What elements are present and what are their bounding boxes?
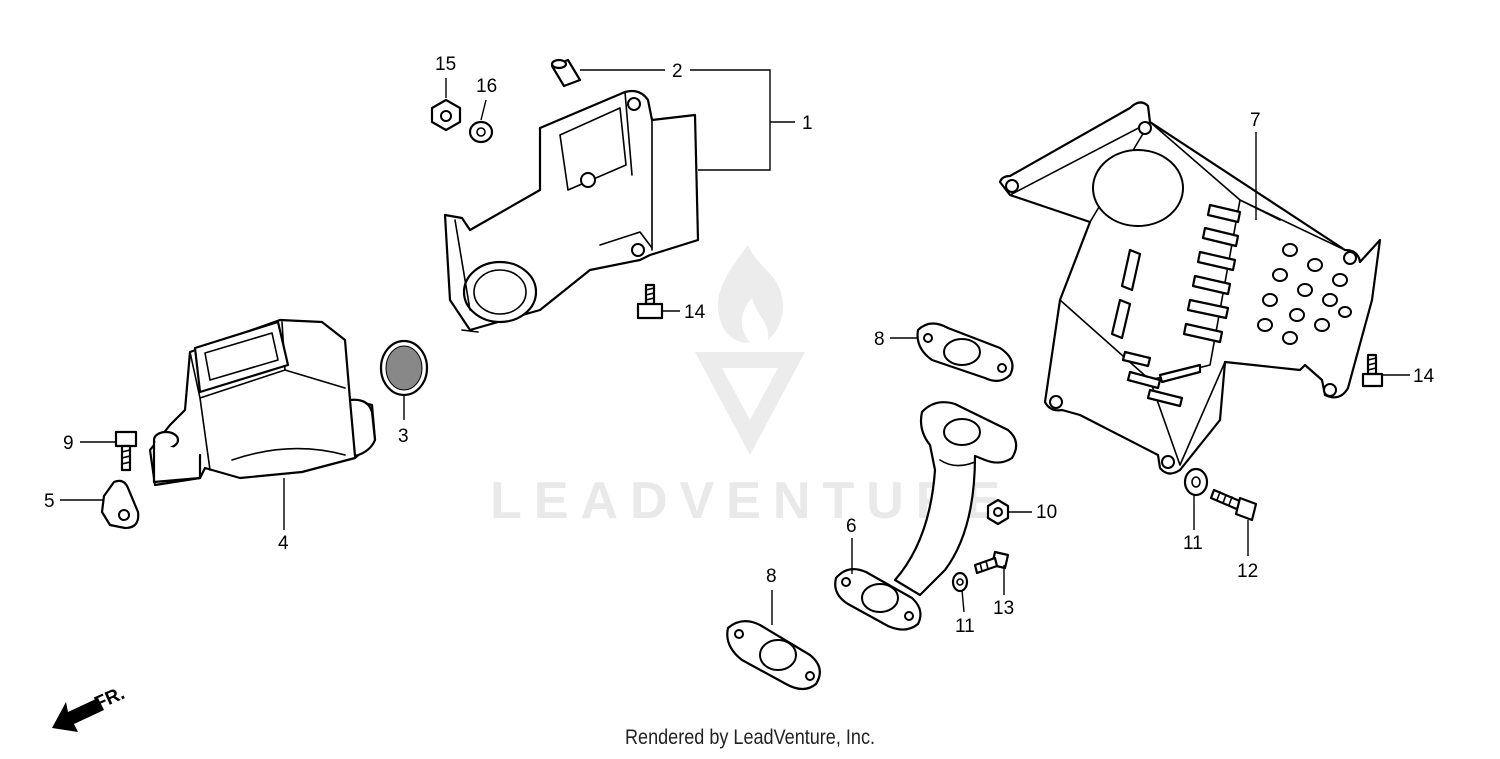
part-14-bolt-left[interactable]: [636, 283, 664, 320]
callout-10: 10: [1036, 502, 1057, 523]
callout-15: 15: [435, 54, 456, 75]
watermark: LEADVENTURE: [490, 245, 1012, 530]
part-8-gasket-lower[interactable]: [726, 620, 821, 691]
callout-2: 2: [672, 61, 683, 82]
watermark-text: LEADVENTURE: [490, 472, 1012, 530]
front-arrow-icon: [52, 698, 104, 732]
callout-12: 12: [1237, 561, 1258, 582]
part-5-clip[interactable]: [100, 479, 140, 530]
callout-6: 6: [846, 516, 857, 537]
callout-11-lower: 11: [955, 616, 975, 637]
part-2-collar[interactable]: [550, 58, 582, 88]
front-direction-label: FR.: [91, 683, 128, 715]
leader-lines: [60, 69, 1410, 625]
callout-labels: 1 2 3 4 5 6 7 8 8 9 10 11 11 12 13 14 14…: [44, 54, 1435, 637]
part-13-bolt[interactable]: [973, 550, 1010, 575]
part-11-washer-upper[interactable]: [1183, 467, 1209, 497]
callout-8-lower: 8: [766, 566, 777, 587]
callout-14-right: 14: [1413, 366, 1435, 387]
footer-credit: Rendered by LeadVenture, Inc.: [624, 726, 876, 749]
part-9-bolt[interactable]: [114, 430, 138, 472]
heat-protector-slots: [1110, 203, 1242, 408]
part-4-air-cleaner-case[interactable]: [148, 318, 377, 487]
part-11-washer-lower[interactable]: [951, 571, 969, 593]
watermark-flame-icon: [718, 245, 783, 343]
callout-9: 9: [63, 433, 74, 454]
part-16-washer[interactable]: [468, 120, 494, 144]
callout-5: 5: [44, 491, 55, 512]
part-1-air-duct-bracket[interactable]: [443, 89, 700, 333]
heat-protector-holes: [1257, 243, 1352, 345]
callout-1: 1: [802, 113, 813, 134]
callout-16: 16: [476, 76, 497, 97]
callout-14-left: 14: [684, 302, 706, 323]
watermark-v-icon: [695, 352, 805, 455]
part-3-screen[interactable]: [379, 339, 429, 397]
part-7-heat-protector[interactable]: [998, 101, 1382, 475]
part-8-gasket-upper[interactable]: [916, 322, 1014, 382]
callout-7: 7: [1250, 110, 1261, 131]
callout-11-upper: 11: [1183, 533, 1203, 554]
callout-8-upper: 8: [874, 329, 885, 350]
callout-13: 13: [993, 598, 1014, 619]
callout-3: 3: [398, 426, 409, 447]
part-15-cap-nut[interactable]: [430, 98, 462, 132]
front-direction-indicator: FR.: [52, 683, 128, 732]
part-14-bolt-right[interactable]: [1361, 353, 1384, 388]
part-12-bolt[interactable]: [1209, 488, 1258, 522]
part-6-exhaust-pipe[interactable]: [834, 401, 1018, 631]
part-10-nut[interactable]: [986, 498, 1010, 526]
callout-4: 4: [278, 533, 289, 554]
